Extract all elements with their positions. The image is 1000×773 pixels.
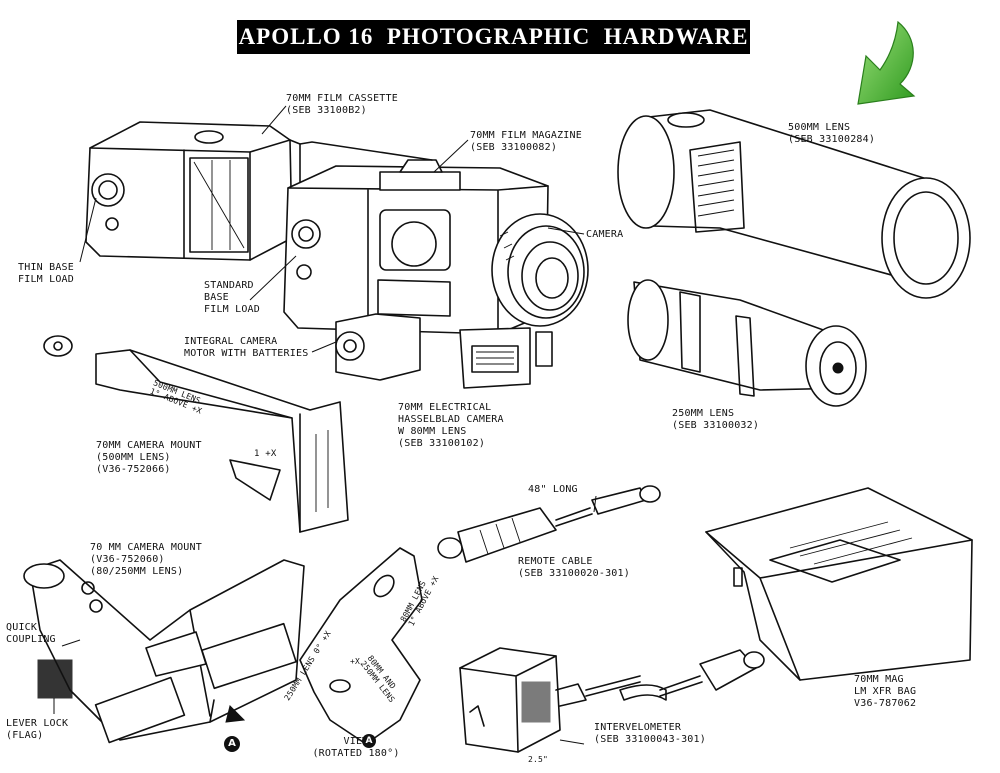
mount-plusx-label: 1 +X bbox=[254, 449, 277, 459]
label-line: 70MM FILM CASSETTE bbox=[286, 93, 398, 104]
arrow-marker-badge: A bbox=[224, 736, 240, 752]
label-line: (SEB 33100020-301) bbox=[518, 568, 630, 579]
label-mount-500mm: 70MM CAMERA MOUNT (500MM LENS) (V36-7520… bbox=[96, 440, 202, 476]
label-line: FILM LOAD bbox=[204, 304, 260, 315]
leader-lines bbox=[53, 105, 597, 745]
label-line: 70MM MAG bbox=[854, 674, 904, 685]
label-line: 250MM LENS bbox=[672, 408, 735, 419]
label-mag-bag: 70MM MAG LM XFR BAG V36-787062 bbox=[854, 674, 916, 710]
view-marker-badge: A bbox=[362, 734, 376, 748]
mount-500mm-drawing bbox=[43, 335, 349, 533]
label-line: REMOTE CABLE bbox=[518, 556, 593, 567]
label-line: W 80MM LENS bbox=[398, 426, 467, 437]
label-line: (SEB 33100102) bbox=[398, 438, 486, 449]
label-motor: INTEGRAL CAMERA MOTOR WITH BATTERIES bbox=[184, 336, 308, 360]
label-line: (500MM LENS) bbox=[96, 452, 171, 463]
label-lens-250mm: 250MM LENS (SEB 33100032) bbox=[672, 408, 759, 432]
label-standard-base: STANDARD BASE FILM LOAD bbox=[204, 280, 260, 316]
film-cassette-drawing bbox=[85, 121, 301, 261]
label-remote-cable: REMOTE CABLE (SEB 33100020-301) bbox=[518, 556, 630, 580]
label-line: HASSELBLAD CAMERA bbox=[398, 414, 504, 425]
label-film-cassette: 70MM FILM CASSETTE (SEB 33100B2) bbox=[286, 93, 398, 117]
label-line: STANDARD bbox=[204, 280, 254, 291]
intervelometer-drawing bbox=[459, 647, 765, 753]
hasselblad-camera-drawing bbox=[283, 141, 589, 389]
page-title: APOLLO 16 PHOTOGRAPHIC HARDWARE bbox=[237, 20, 750, 54]
label-line: LM XFR BAG bbox=[854, 686, 917, 697]
label-line: VIEW bbox=[343, 736, 369, 747]
label-line: 70MM ELECTRICAL bbox=[398, 402, 492, 413]
label-electrical-camera: 70MM ELECTRICAL HASSELBLAD CAMERA W 80MM… bbox=[398, 402, 504, 450]
mount-80-250mm-drawing bbox=[23, 559, 305, 744]
lens-500mm-drawing bbox=[617, 109, 971, 299]
label-line: 70MM FILM MAGAZINE bbox=[470, 130, 582, 141]
label-line: COUPLING bbox=[6, 634, 56, 645]
label-lever-lock: LEVER LOCK (FLAG) bbox=[6, 718, 68, 742]
label-quick-coupling: QUICK COUPLING bbox=[6, 622, 56, 646]
dimension-label: 2.5" bbox=[528, 755, 549, 764]
remote-cable-drawing bbox=[437, 485, 661, 563]
label-line: CAMERA bbox=[586, 229, 624, 240]
lens-250mm-drawing bbox=[627, 279, 867, 407]
label-line: LEVER LOCK bbox=[6, 718, 69, 729]
label-remote-length: 48" LONG bbox=[528, 484, 578, 496]
plate-plusx-label: +X bbox=[350, 657, 361, 666]
label-line: 48" LONG bbox=[528, 484, 578, 495]
pointer-arrow-icon bbox=[857, 20, 916, 105]
label-line: MOTOR WITH BATTERIES bbox=[184, 348, 309, 359]
label-line: V36-787062 bbox=[854, 698, 917, 709]
label-line: (80/250MM LENS) bbox=[90, 566, 184, 577]
label-line: (SEB 33100032) bbox=[672, 420, 760, 431]
label-line: 70MM CAMERA MOUNT bbox=[96, 440, 202, 451]
label-line: (SEB 33100284) bbox=[788, 134, 876, 145]
label-line: BASE bbox=[204, 292, 229, 303]
label-line: (SEB 33100082) bbox=[470, 142, 558, 153]
label-line: (SEB 33100043-301) bbox=[594, 734, 706, 745]
label-line: INTERVELOMETER bbox=[594, 722, 682, 733]
label-line: THIN BASE bbox=[18, 262, 74, 273]
view-plate-drawing bbox=[299, 547, 423, 745]
label-line: (SEB 33100B2) bbox=[286, 105, 367, 116]
label-line: 70 MM CAMERA MOUNT bbox=[90, 542, 202, 553]
label-line: QUICK bbox=[6, 622, 38, 633]
label-mount-80-250mm: 70 MM CAMERA MOUNT (V36-752060) (80/250M… bbox=[90, 542, 202, 578]
label-line: 500MM LENS bbox=[788, 122, 851, 133]
label-line: INTEGRAL CAMERA bbox=[184, 336, 278, 347]
label-thin-base: THIN BASE FILM LOAD bbox=[18, 262, 74, 286]
label-intervelometer: INTERVELOMETER (SEB 33100043-301) bbox=[594, 722, 706, 746]
label-line: (ROTATED 180°) bbox=[312, 748, 400, 759]
label-line: FILM LOAD bbox=[18, 274, 74, 285]
label-line: (V36-752060) bbox=[90, 554, 165, 565]
label-film-magazine: 70MM FILM MAGAZINE (SEB 33100082) bbox=[470, 130, 582, 154]
mag-bag-drawing bbox=[705, 487, 973, 681]
label-line: (FLAG) bbox=[6, 730, 44, 741]
label-view: VIEW (ROTATED 180°) bbox=[306, 736, 406, 760]
label-line: (V36-752066) bbox=[96, 464, 171, 475]
label-lens-500mm: 500MM LENS (SEB 33100284) bbox=[788, 122, 875, 146]
label-camera: CAMERA bbox=[586, 229, 623, 241]
